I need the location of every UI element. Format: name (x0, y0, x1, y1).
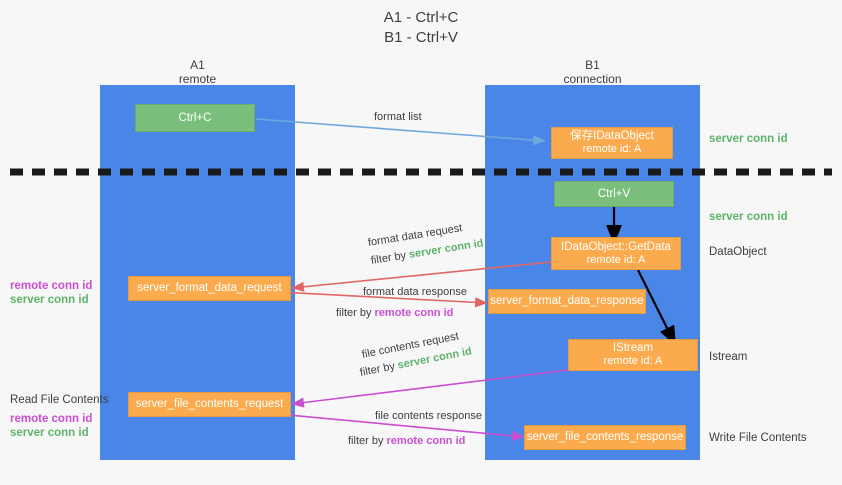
node-server-file-contents-request-label: server_file_contents_request (135, 398, 284, 410)
page-title: A1 - Ctrl+C B1 - Ctrl+V (0, 8, 842, 48)
node-getdata-line1: IDataObject::GetData (561, 240, 671, 253)
node-idataobject-getdata[interactable]: IDataObject::GetData remote id: A (551, 237, 681, 270)
node-istream-line1: IStream (612, 342, 654, 354)
annotation-left-read-file-contents: Read File Contents (10, 394, 109, 406)
node-getdata-line2: remote id: A (586, 253, 646, 266)
node-istream-line2: remote id: A (603, 355, 663, 367)
annotation-left-server-conn-id-1: server conn id (10, 294, 89, 306)
annotation-right-dataobject: DataObject (709, 246, 767, 258)
node-server-format-data-request[interactable]: server_format_data_request (128, 276, 291, 301)
node-ctrl-v-label: Ctrl+V (597, 187, 631, 200)
annotation-right-istream: Istream (709, 351, 748, 363)
annotation-left-remote-conn-id-1: remote conn id (10, 280, 93, 292)
filter-prefix: filter by (370, 249, 410, 267)
annotation-left-server-conn-id-2: server conn id (10, 427, 89, 439)
column-a1-role: remote (178, 72, 217, 86)
node-save-dataobject[interactable]: 保存IDataObject remote id: A (551, 127, 673, 159)
node-server-format-data-response-label: server_format_data_response (490, 295, 644, 307)
column-a1-name: A1 (190, 58, 205, 72)
edge-label-file-contents-response: file contents response (375, 409, 482, 423)
edge-file-contents-response-text: file contents response (375, 410, 483, 422)
node-server-file-contents-response-label: server_file_contents_response (526, 431, 684, 443)
column-b1-name: B1 (585, 58, 600, 72)
edge-format-list-text: format list (374, 111, 422, 123)
node-istream[interactable]: IStream remote id: A (568, 339, 698, 371)
node-server-file-contents-request[interactable]: server_file_contents_request (128, 392, 291, 417)
node-server-file-contents-response[interactable]: server_file_contents_response (524, 425, 686, 450)
filter-prefix: filter by (358, 359, 399, 379)
column-b1-role: connection (563, 72, 622, 86)
node-ctrl-c-label: Ctrl+C (178, 111, 212, 124)
title-line-2: B1 - Ctrl+V (384, 29, 458, 46)
edge-label-format-data-response-filter: filter by remote conn id (336, 306, 453, 320)
edge-label-format-list: format list (374, 110, 422, 124)
title-line-1: A1 - Ctrl+C (383, 9, 459, 26)
edge-label-format-data-response: format data response (363, 285, 467, 299)
annotation-left-remote-conn-id-2: remote conn id (10, 413, 93, 425)
edge-label-file-contents-response-filter: filter by remote conn id (348, 434, 465, 448)
annotation-right-server-conn-id-2: server conn id (709, 211, 788, 223)
filter-prefix: filter by (336, 307, 375, 319)
filter-prefix: filter by (348, 435, 387, 447)
edge-format-data-response-text: format data response (363, 286, 467, 298)
annotation-right-server-conn-id-1: server conn id (709, 133, 788, 145)
node-save-dataobject-line2: remote id: A (582, 143, 642, 155)
node-server-format-data-request-label: server_format_data_request (137, 282, 282, 294)
node-server-format-data-response[interactable]: server_format_data_response (488, 289, 646, 314)
node-ctrl-c[interactable]: Ctrl+C (135, 104, 255, 132)
filter-token-remote-conn-id: remote conn id (386, 435, 466, 447)
annotation-right-write-file-contents: Write File Contents (709, 432, 807, 444)
filter-token-remote-conn-id: remote conn id (374, 307, 454, 319)
column-header-b1: B1 connection (485, 58, 700, 86)
node-save-dataobject-line1: 保存IDataObject (570, 130, 654, 142)
column-header-a1: A1 remote (100, 58, 295, 86)
node-ctrl-v[interactable]: Ctrl+V (554, 181, 674, 207)
